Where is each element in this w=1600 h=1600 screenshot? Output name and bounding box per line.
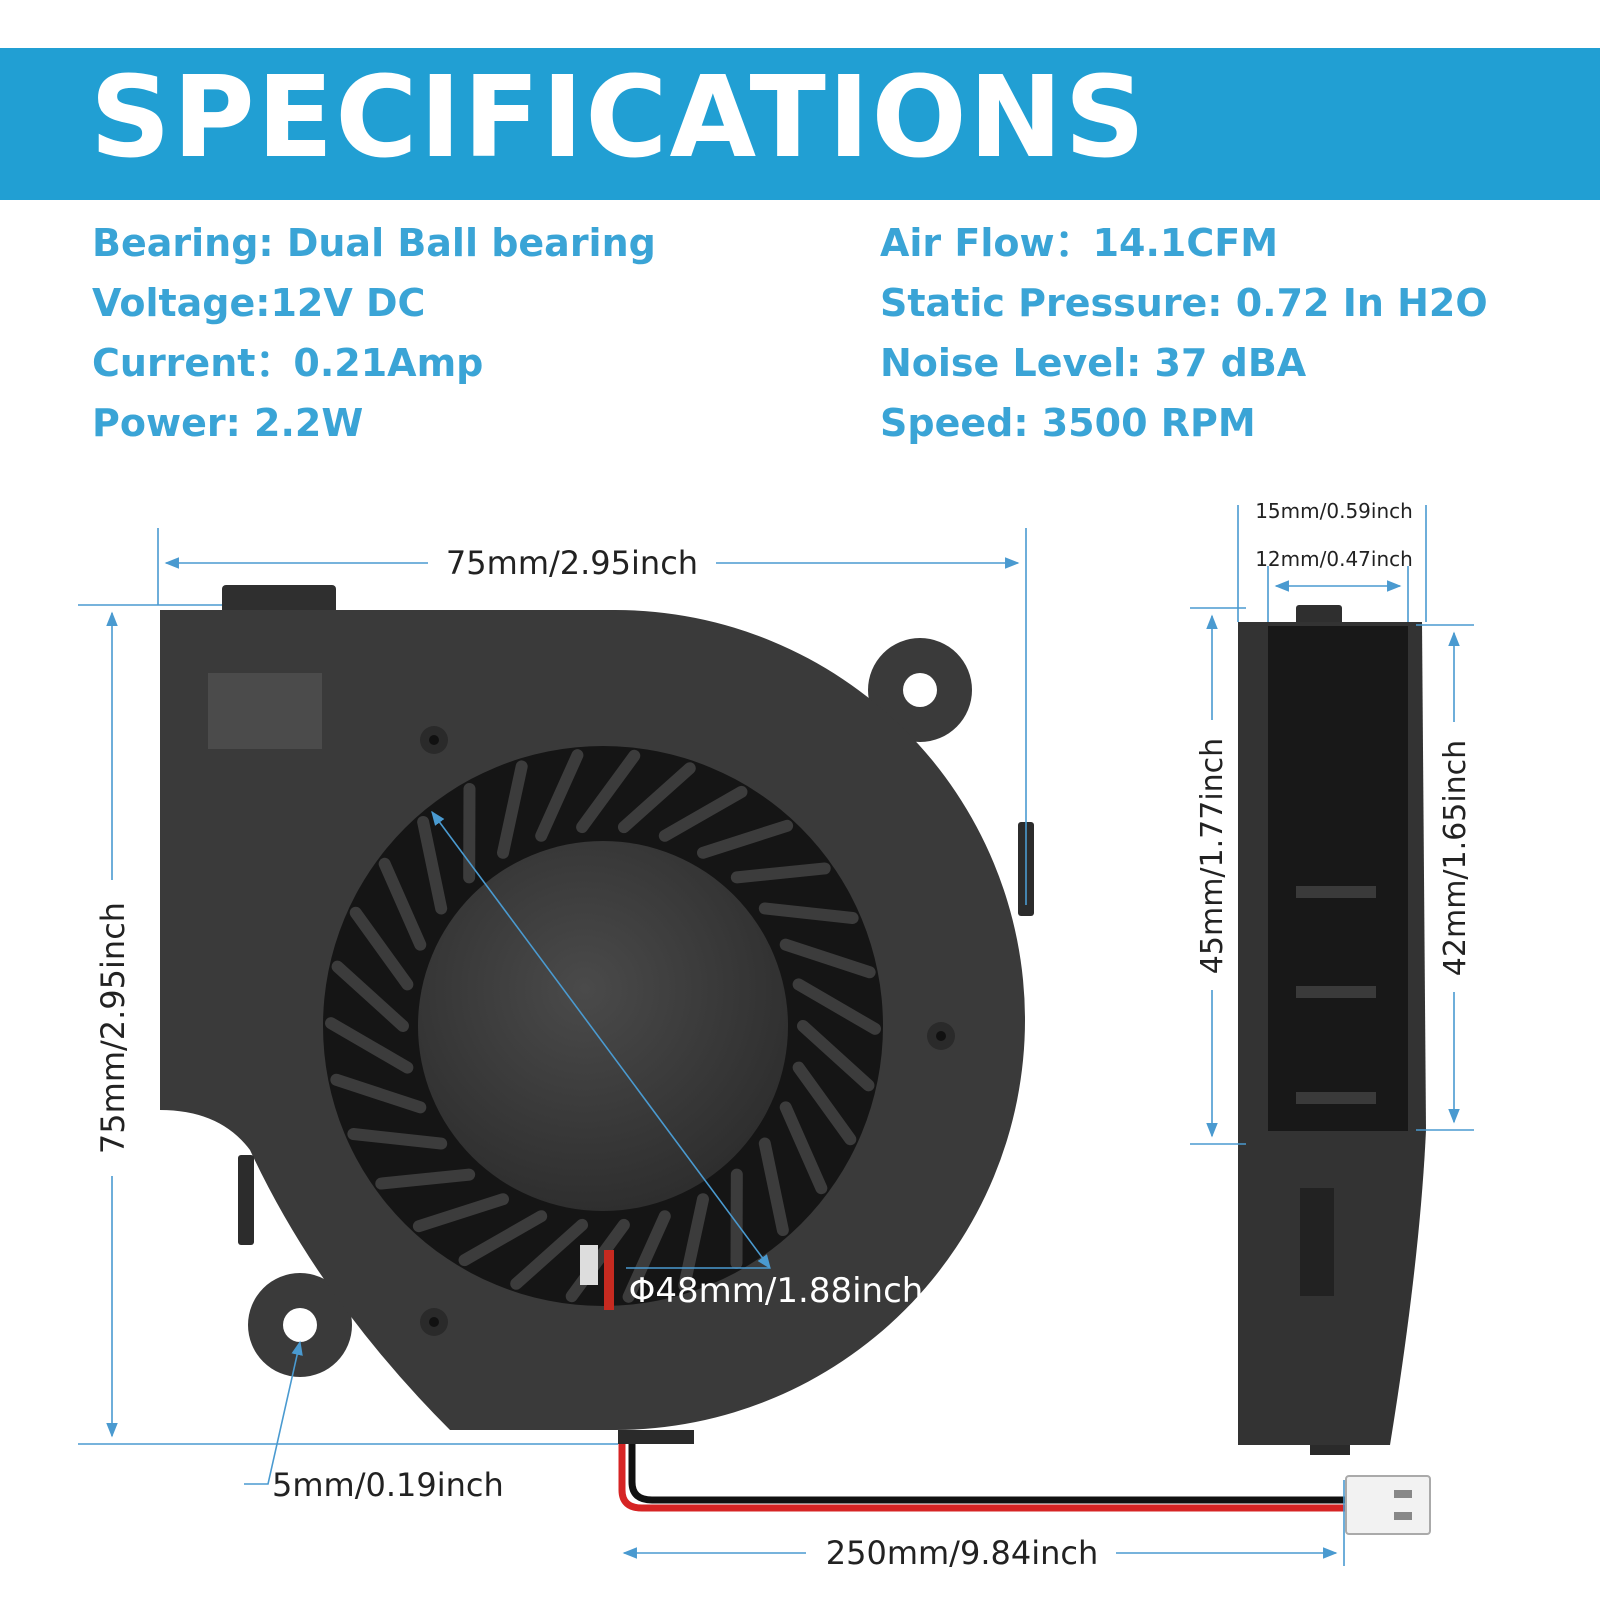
page-title: SPECIFICATIONS [90, 53, 1148, 183]
spec-bearing: Bearing: Dual Ball bearing [92, 221, 656, 265]
cable-assembly [618, 1430, 1431, 1535]
impeller-blade [331, 960, 409, 1032]
spec-air-flow: Air Flow：14.1CFM [880, 221, 1279, 265]
dim-side-outer-width-label: 15mm/0.59inch [1255, 499, 1413, 523]
dim-mount-hole-label: 5mm/0.19inch [272, 1466, 504, 1504]
side-clip-left [238, 1155, 254, 1245]
spec-current: Current：0.21Amp [92, 341, 484, 385]
dim-side-outer-height-label: 45mm/1.77inch [1195, 738, 1230, 974]
title-banner [0, 48, 1600, 200]
side-fin-1 [1296, 886, 1376, 898]
spec-noise-level: Noise Level: 37 dBA [880, 341, 1307, 385]
impeller-blade [330, 1073, 427, 1114]
impeller-blade [758, 902, 859, 924]
label-area [208, 673, 322, 749]
connector [1345, 1475, 1431, 1535]
mount-hole-bottom-left [283, 1308, 317, 1342]
side-top-tab [1296, 605, 1342, 627]
impeller-blade [325, 1017, 414, 1074]
dim-side-inner-height-label: 42mm/1.65inch [1438, 740, 1473, 976]
dim-side-inner-width-label: 12mm/0.47inch [1255, 547, 1413, 571]
mount-hole-top-right [903, 673, 937, 707]
wire-red-inner [604, 1250, 614, 1310]
side-fin-2 [1296, 986, 1376, 998]
side-fin-3 [1296, 1092, 1376, 1104]
dim-impeller-label: Φ48mm/1.88inch [629, 1271, 924, 1311]
dim-width-label: 75mm/2.95inch [446, 544, 698, 582]
side-latch [1300, 1188, 1334, 1296]
spec-voltage: Voltage:12V DC [92, 281, 426, 325]
impeller-blade [792, 1061, 857, 1146]
impeller-blade [779, 938, 876, 979]
impeller-blade [378, 857, 427, 951]
impeller-blade [779, 1101, 828, 1195]
spec-power: Power: 2.2W [92, 401, 364, 445]
spec-static-pressure: Static Pressure: 0.72 In H2O [880, 281, 1488, 325]
red-wire [618, 1444, 1350, 1512]
impeller-blade [347, 1128, 448, 1150]
side-outlet [1268, 626, 1408, 1131]
impeller-blade [792, 978, 881, 1035]
dim-height-label: 75mm/2.95inch [94, 902, 132, 1154]
spec-speed: Speed: 3500 RPM [880, 401, 1256, 445]
impeller-hub [418, 841, 788, 1211]
dim-cable-label: 250mm/9.84inch [826, 1534, 1099, 1572]
impeller-blade [797, 1020, 875, 1092]
fan-side-view [1238, 605, 1426, 1455]
top-tab [222, 585, 336, 615]
wire-white [580, 1245, 598, 1285]
cable-exit [618, 1430, 694, 1444]
dimension-lines [78, 505, 1474, 1566]
black-wire [628, 1444, 1350, 1504]
impeller-blade [349, 906, 414, 991]
